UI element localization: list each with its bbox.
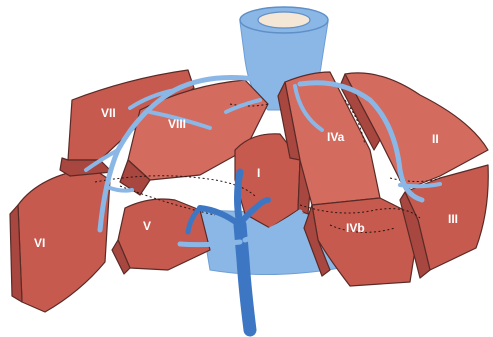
- label-viii: VIII: [168, 117, 186, 131]
- label-vii: VII: [101, 106, 116, 120]
- label-iii: III: [448, 212, 458, 226]
- label-i: I: [257, 166, 260, 180]
- label-vi: VI: [34, 236, 45, 250]
- label-v: V: [143, 219, 151, 233]
- label-iva: IVa: [327, 130, 345, 144]
- label-ii: II: [432, 132, 439, 146]
- segment-vi: [10, 168, 110, 312]
- label-ivb: IVb: [346, 221, 365, 235]
